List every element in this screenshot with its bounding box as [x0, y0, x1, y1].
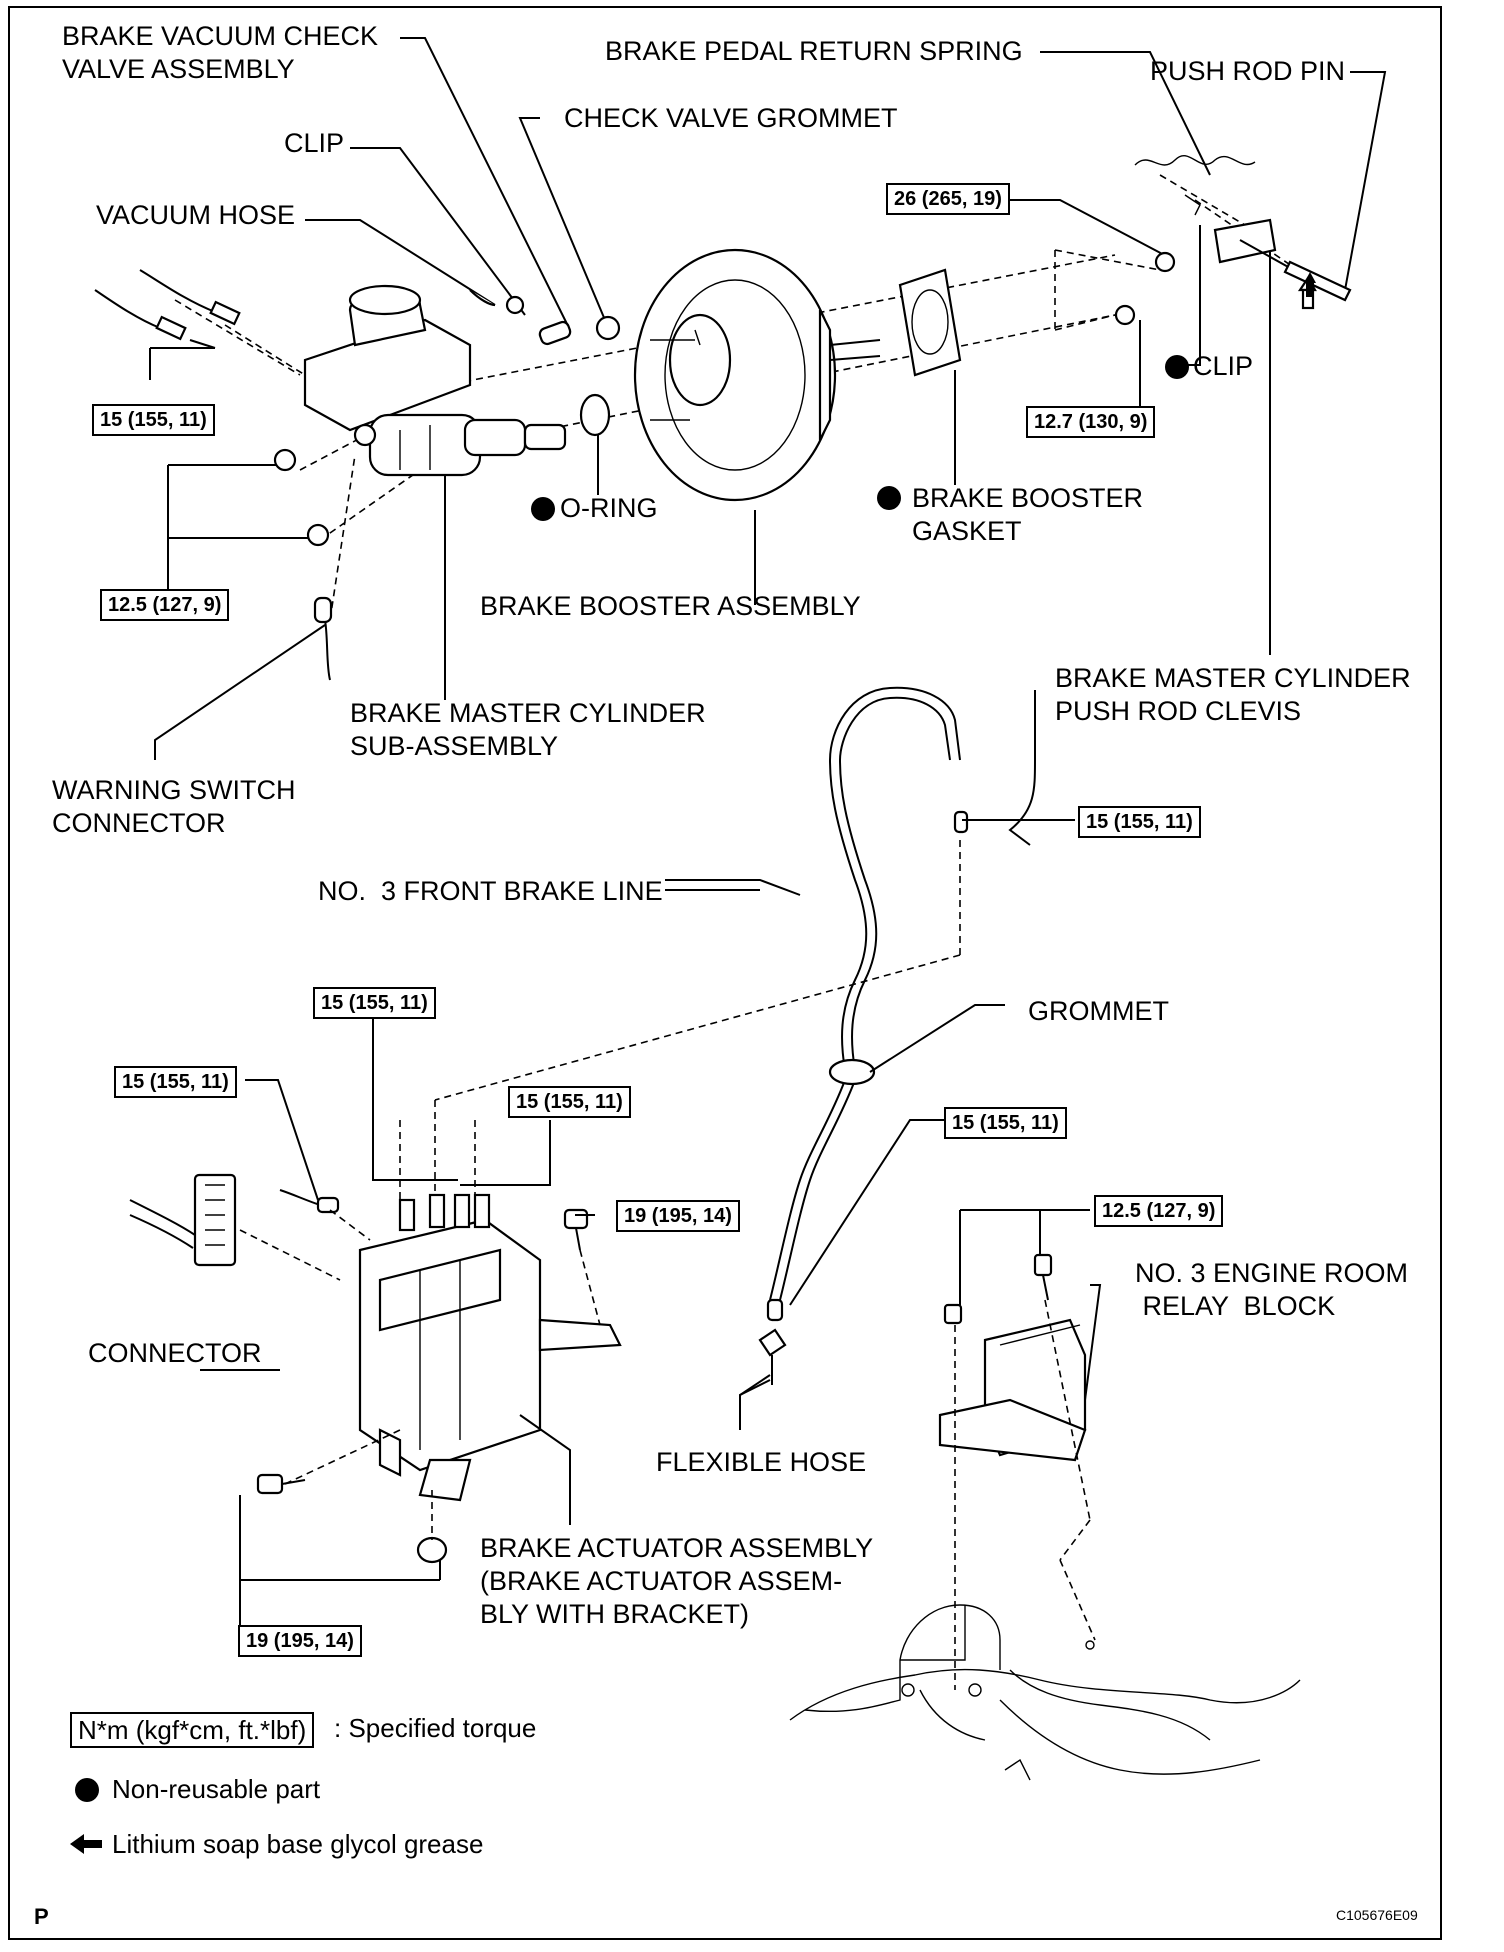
label-o-ring: O-RING — [560, 493, 658, 523]
assembly-lines-bottom — [239, 840, 961, 1540]
label-flexible-hose: FLEXIBLE HOSE — [656, 1447, 867, 1477]
torque-master-cylinder-nuts: 12.5 (127, 9) — [100, 589, 230, 621]
legend-grease-arrow-icon — [70, 1834, 102, 1854]
actuator-connector — [129, 1173, 340, 1267]
torque-actuator-bracket-bolt-top: 19 (195, 14) — [616, 1200, 740, 1232]
leader-lines-bottom — [200, 1010, 1090, 1640]
label-check-valve-grommet: CHECK VALVE GROMMET — [564, 103, 898, 133]
small-fasteners-top — [273, 289, 621, 547]
torque-front-brake-line-union: 15 (155, 11) — [1078, 806, 1201, 838]
label-connector: CONNECTOR — [88, 1338, 262, 1368]
label-brake-master-cylinder-sub-assembly: BRAKE MASTER CYLINDER SUB-ASSEMBLY — [350, 698, 706, 761]
booster-gasket — [898, 268, 962, 377]
label-brake-booster-gasket: BRAKE BOOSTER GASKET — [912, 483, 1144, 546]
brake-booster — [633, 248, 881, 502]
label-clip-top: CLIP — [284, 128, 345, 158]
torque-booster-nut: 26 (265, 19) — [886, 183, 1010, 215]
legend-non-reusable-text: Non-reusable part — [112, 1774, 321, 1804]
diagram-frame — [8, 6, 1442, 1940]
label-grommet: GROMMET — [1028, 996, 1169, 1026]
label-warning-switch-connector: WARNING SWITCH CONNECTOR — [52, 775, 296, 838]
label-no3-front-brake-line: NO. 3 FRONT BRAKE LINE — [318, 876, 663, 906]
legend-torque-unit-box: N*m (kgf*cm, ft.*lbf) — [70, 1712, 315, 1748]
label-brake-master-cylinder-push-rod-clevis: BRAKE MASTER CYLINDER PUSH ROD CLEVIS — [1055, 663, 1411, 726]
legend-torque-description: : Specified torque — [334, 1713, 537, 1743]
non-reusable-marker-clip — [1165, 355, 1189, 379]
label-clip-right: CLIP — [1193, 351, 1254, 381]
leader-lines-middle — [665, 819, 1075, 1425]
label-brake-booster-assembly: BRAKE BOOSTER ASSEMBLY — [480, 591, 861, 621]
label-brake-vacuum-check-valve-assembly: BRAKE VACUUM CHECK VALVE ASSEMBLY — [62, 21, 379, 84]
torque-actuator-pipe-left: 15 (155, 11) — [114, 1066, 237, 1098]
torque-actuator-pipes-top: 15 (155, 11) — [313, 987, 436, 1019]
legend-non-reusable-dot-icon — [75, 1778, 99, 1802]
brake-pipes-top-left — [94, 269, 333, 681]
push-rod-clevis — [1114, 154, 1352, 326]
label-push-rod-pin: PUSH ROD PIN — [1150, 56, 1346, 86]
relay-block — [938, 1253, 1102, 1690]
torque-actuator-bracket-bolt-bottom: 19 (195, 14) — [238, 1625, 362, 1657]
front-brake-line — [766, 686, 1036, 1322]
torque-actuator-pipes-right: 15 (155, 11) — [508, 1086, 631, 1118]
engine-room-body — [789, 1604, 1301, 1781]
grease-arrow-pushrod — [1304, 272, 1316, 297]
legend-grease-text: Lithium soap base glycol grease — [112, 1829, 484, 1859]
torque-relay-block-fasteners: 12.5 (127, 9) — [1094, 1195, 1224, 1227]
torque-flexible-hose-union: 15 (155, 11) — [944, 1107, 1067, 1139]
label-no3-engine-room-relay-block: NO. 3 ENGINE ROOM RELAY BLOCK — [1135, 1258, 1409, 1321]
brake-master-cylinder — [303, 284, 567, 477]
torque-booster-mount-nut: 12.7 (130, 9) — [1026, 406, 1156, 438]
non-reusable-marker-gasket — [877, 486, 901, 510]
flexible-hose — [739, 1328, 787, 1430]
non-reusable-marker-o-ring — [531, 497, 555, 521]
label-brake-pedal-return-spring: BRAKE PEDAL RETURN SPRING — [605, 36, 1023, 66]
page-mark: P — [34, 1904, 49, 1929]
figure-code: C105676E09 — [1336, 1907, 1418, 1923]
torque-master-cylinder-pipes: 15 (155, 11) — [92, 404, 215, 436]
label-brake-actuator-assembly: BRAKE ACTUATOR ASSEMBLY (BRAKE ACTUATOR … — [480, 1533, 874, 1629]
brake-actuator — [358, 1193, 622, 1502]
label-vacuum-hose: VACUUM HOSE — [96, 200, 296, 230]
